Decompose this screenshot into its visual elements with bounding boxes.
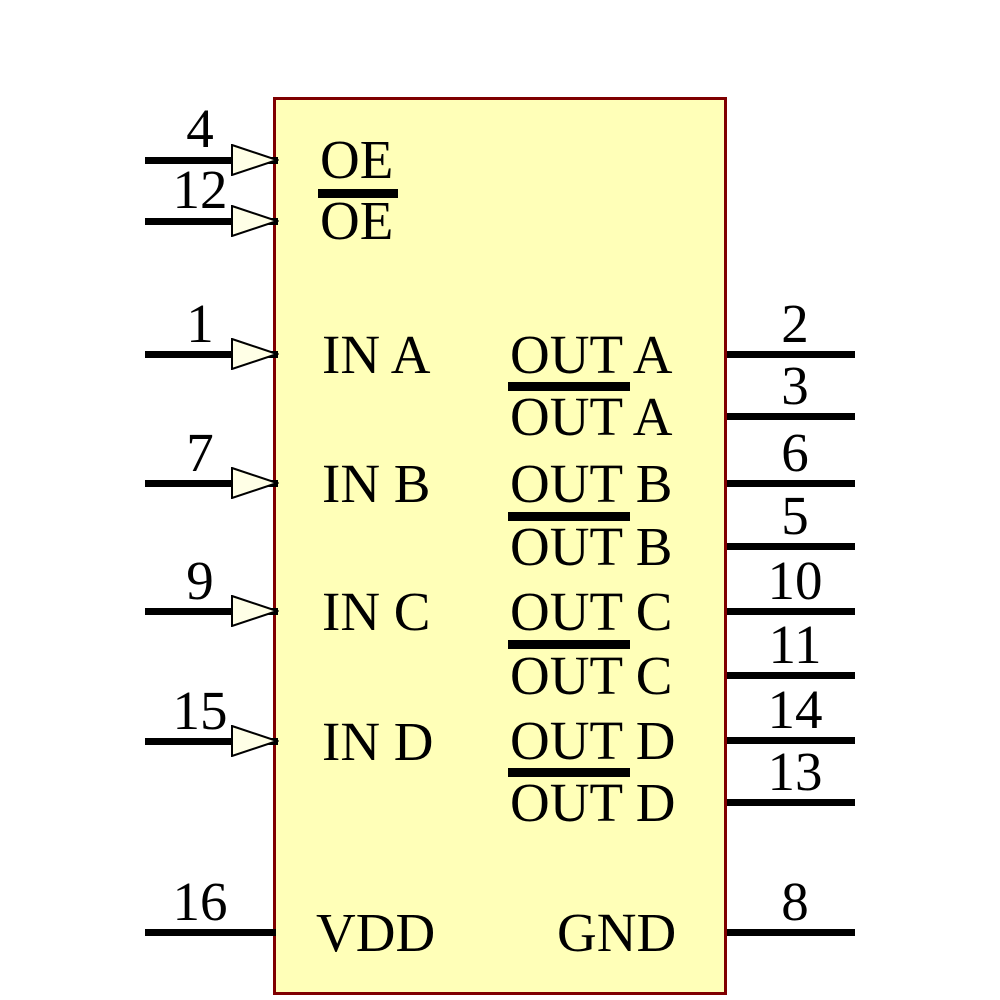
pin-4-number: 4 — [186, 98, 214, 159]
pin-10-number: 10 — [767, 550, 823, 611]
out-c-complement-bar — [508, 640, 630, 649]
pin-12-input-arrow-icon — [231, 205, 279, 237]
pin-5-number: 5 — [781, 485, 809, 546]
pin-8-wire — [727, 929, 855, 936]
label-oe: OE — [320, 129, 394, 190]
pin-9-wire — [145, 608, 236, 615]
label-oe-complement: OE — [320, 190, 394, 251]
pin-10-wire — [727, 608, 855, 615]
pin-4-wire — [145, 157, 236, 164]
label-in-a: IN A — [322, 324, 431, 385]
pin-14-number: 14 — [767, 679, 823, 740]
pin-7-input-arrow-icon — [231, 467, 279, 499]
label-out-d: OUT D — [510, 710, 676, 771]
pin-12-wire — [145, 218, 236, 225]
pin-3-number: 3 — [781, 355, 809, 416]
pin-3-wire — [727, 413, 855, 420]
pin-8-number: 8 — [781, 871, 809, 932]
pin-13-number: 13 — [767, 741, 823, 802]
label-in-b: IN B — [322, 453, 431, 514]
out-d-complement-bar — [508, 768, 630, 777]
pin-2-number: 2 — [781, 293, 809, 354]
pin-1-number: 1 — [186, 293, 214, 354]
label-in-d: IN D — [322, 711, 434, 772]
pin-12-number: 12 — [172, 159, 228, 220]
pin-14-wire — [727, 737, 855, 744]
label-in-c: IN C — [322, 581, 431, 642]
ic-body — [273, 97, 727, 995]
pin-11-wire — [727, 672, 855, 679]
pin-7-wire — [145, 480, 236, 487]
pin-15-wire — [145, 738, 236, 745]
label-out-d-complement: OUT D — [510, 772, 676, 833]
pin-15-input-arrow-icon — [231, 725, 279, 757]
pin-4-input-arrow-icon — [231, 144, 279, 176]
pin-7-number: 7 — [186, 422, 214, 483]
pin-6-number: 6 — [781, 422, 809, 483]
pin-9-input-arrow-icon — [231, 595, 279, 627]
pin-11-number: 11 — [768, 614, 822, 675]
label-out-c: OUT C — [510, 581, 673, 642]
label-out-a: OUT A — [510, 324, 673, 385]
pin-1-input-arrow-icon — [231, 338, 279, 370]
label-vdd: VDD — [316, 902, 436, 963]
pin-16-wire — [145, 929, 276, 936]
out-a-complement-bar — [508, 382, 630, 391]
pin-6-wire — [727, 480, 855, 487]
pin-13-wire — [727, 799, 855, 806]
label-out-a-complement: OUT A — [510, 386, 673, 447]
out-b-complement-bar — [508, 512, 630, 521]
label-out-b: OUT B — [510, 453, 673, 514]
oe-complement-bar — [318, 189, 398, 198]
pin-16-number: 16 — [172, 871, 228, 932]
pin-2-wire — [727, 351, 855, 358]
pin-1-wire — [145, 351, 236, 358]
pin-5-wire — [727, 543, 855, 550]
label-gnd: GND — [557, 902, 677, 963]
pin-15-number: 15 — [172, 680, 228, 741]
label-out-b-complement: OUT B — [510, 516, 673, 577]
pin-9-number: 9 — [186, 550, 214, 611]
label-out-c-complement: OUT C — [510, 645, 673, 706]
